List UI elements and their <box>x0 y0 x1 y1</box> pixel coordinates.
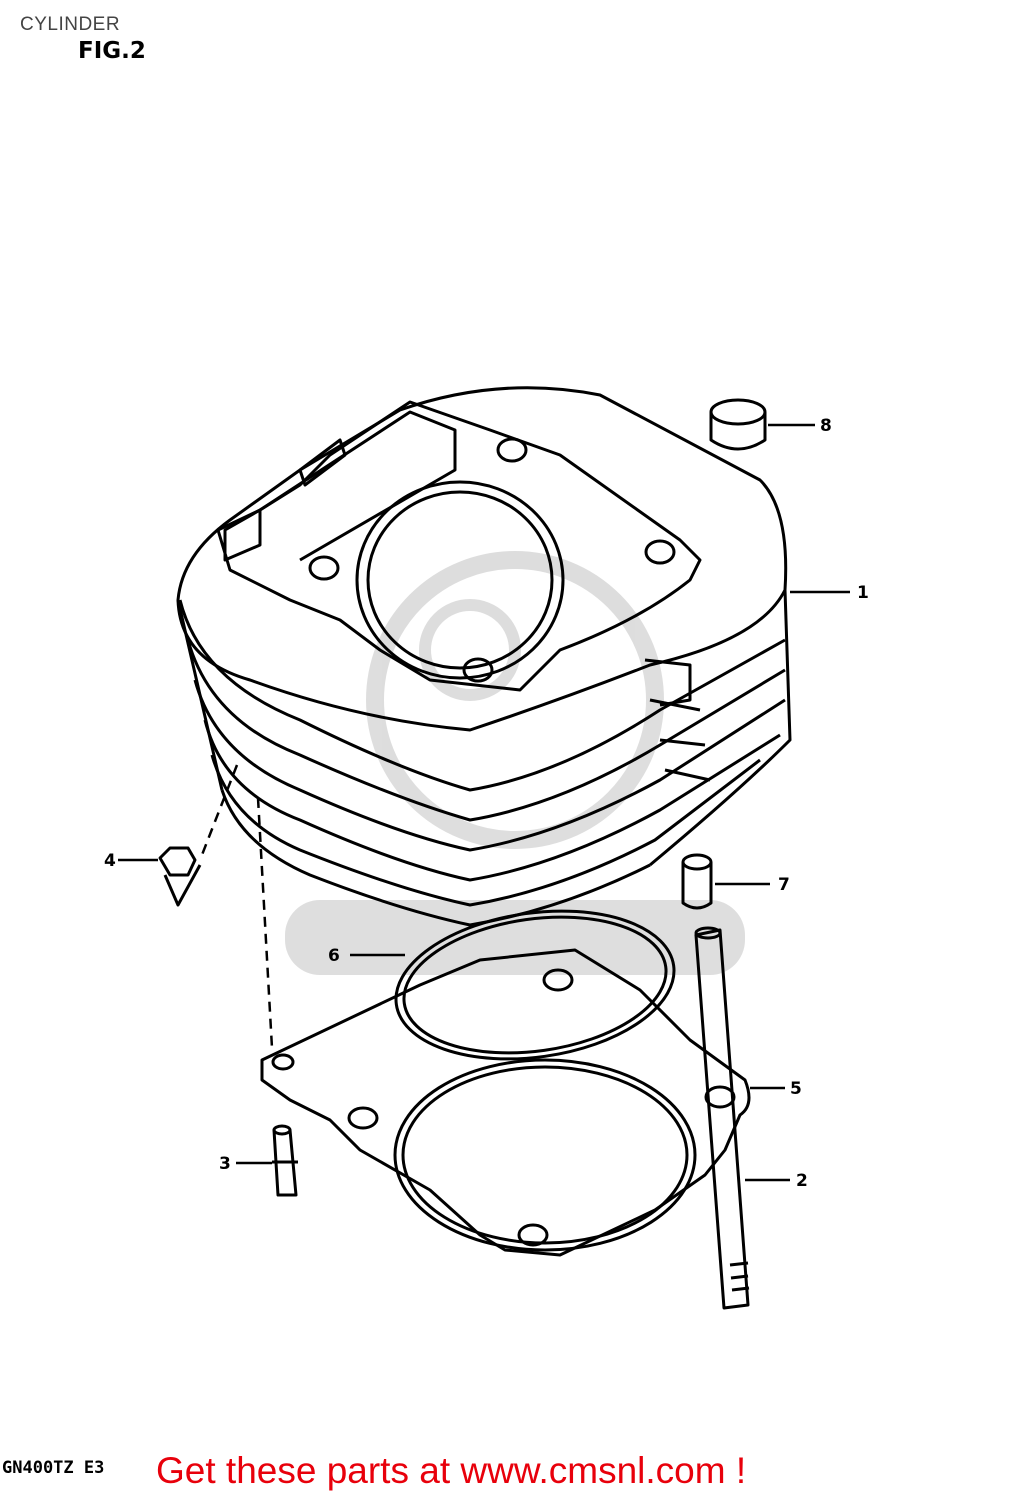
callout-1: 1 <box>857 583 869 603</box>
callout-4: 4 <box>104 851 116 871</box>
plug-part-4 <box>158 846 202 907</box>
model-code: GN400TZ E3 <box>2 1458 105 1478</box>
o-ring-part-6 <box>394 909 676 1061</box>
callout-3: 3 <box>219 1154 231 1174</box>
callout-2: 2 <box>796 1171 808 1191</box>
base-gasket-part-5 <box>260 948 751 1257</box>
stud-part-2 <box>694 926 750 1310</box>
cylinder-part-1 <box>176 386 792 927</box>
page-title: CYLINDER <box>20 14 121 35</box>
promo-link[interactable]: Get these parts at www.cmsnl.com ! <box>156 1450 747 1491</box>
cmsnl-watermark <box>285 551 745 975</box>
cap-part-8 <box>709 398 767 451</box>
callout-5: 5 <box>790 1079 802 1099</box>
dowel-part-7 <box>681 853 713 910</box>
dowel-pin-part-3 <box>272 1124 298 1197</box>
callout-8: 8 <box>820 416 832 436</box>
figure-label: FIG.2 <box>78 38 146 64</box>
callout-6: 6 <box>328 946 340 966</box>
callout-7: 7 <box>778 875 790 895</box>
